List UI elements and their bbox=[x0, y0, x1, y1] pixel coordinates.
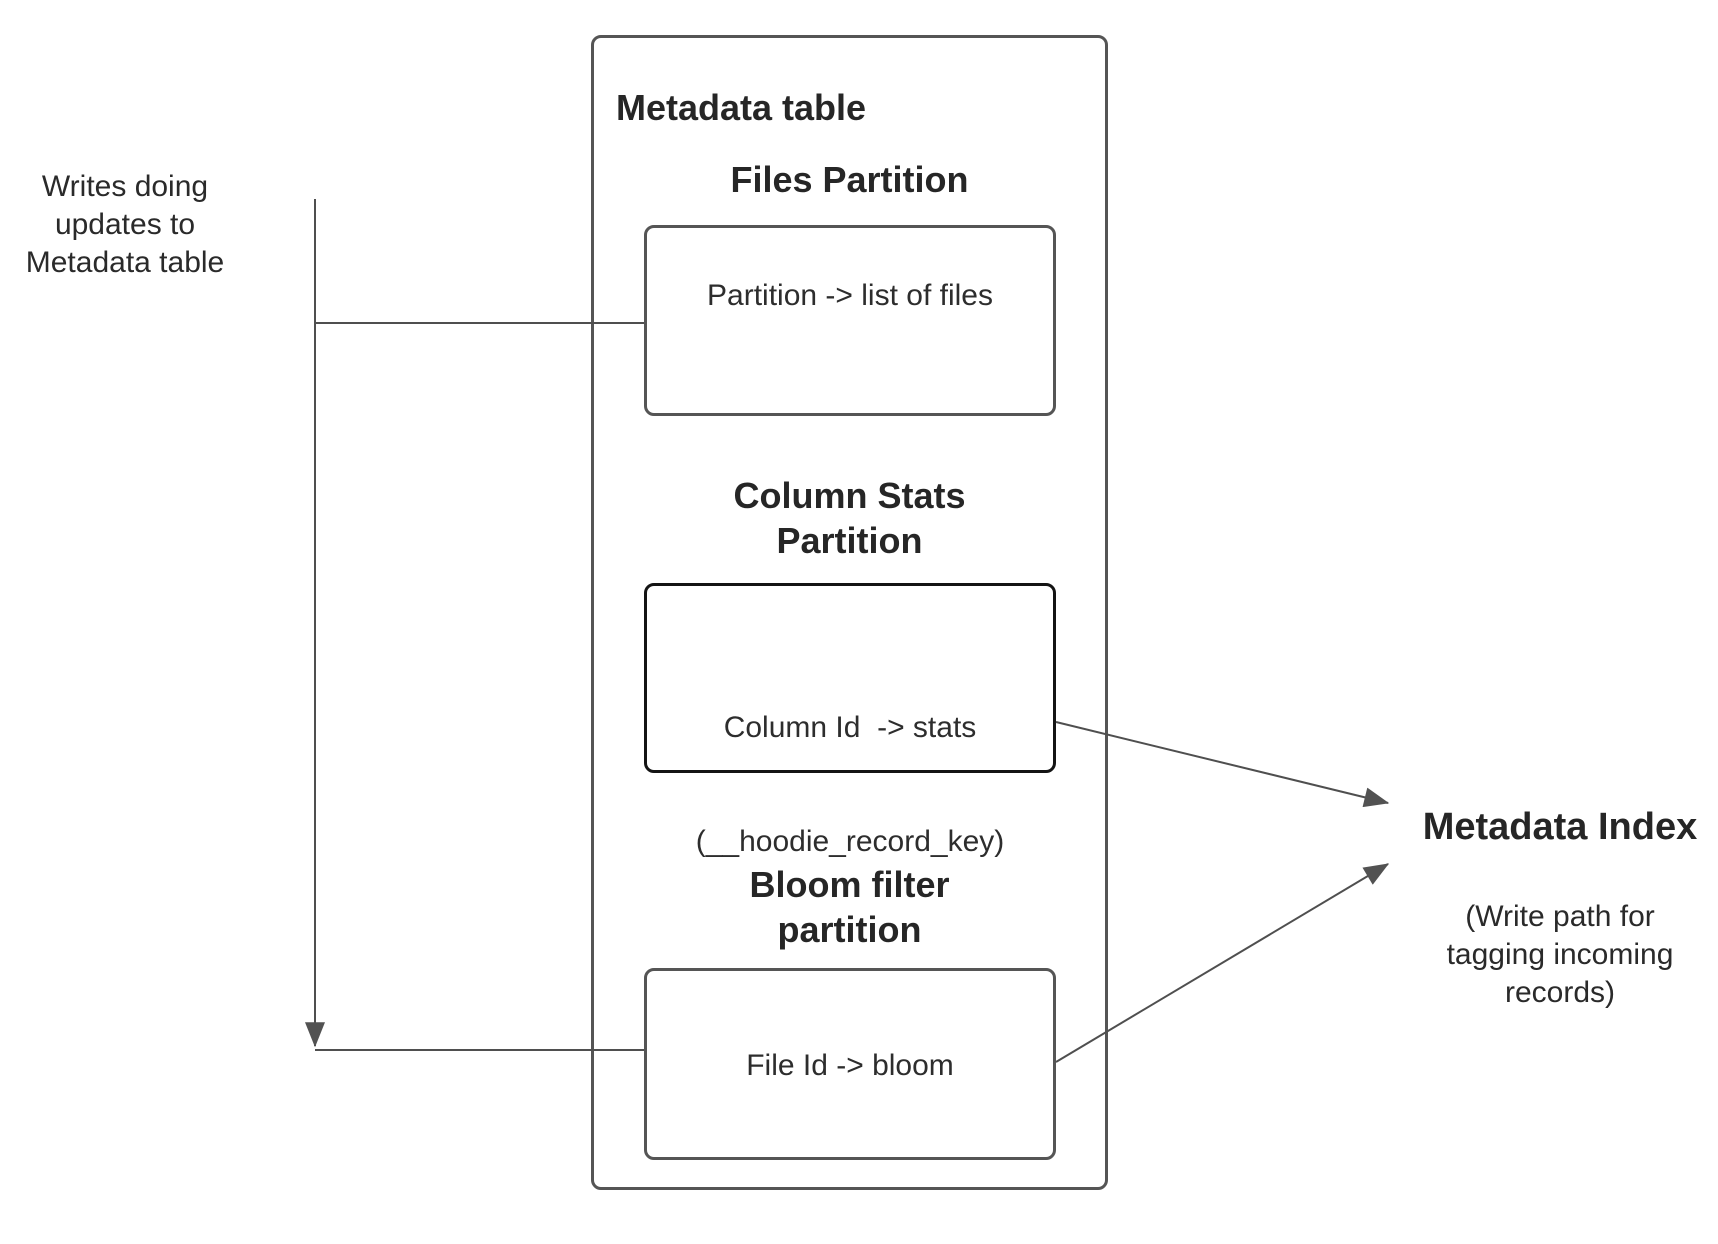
files-partition-box-text: Partition -> list of files bbox=[707, 279, 993, 312]
writes-note-line-3: Metadata table bbox=[25, 246, 225, 279]
writes-note-line-2: updates to bbox=[54, 208, 196, 241]
column-stats-box-text-line-2: (__hoodie_record_key) bbox=[695, 825, 1005, 858]
column-stats-box-text-line-1: Column Id -> stats bbox=[723, 711, 977, 744]
bloom-filter-box-text: File Id -> bloom bbox=[746, 1049, 954, 1082]
writes-note: Writes doing updates to Metadata table bbox=[14, 168, 236, 282]
column-stats-partition-heading: Column Stats Partition bbox=[591, 473, 1108, 563]
metadata-index-note-line-1: (Write path for bbox=[1465, 900, 1655, 933]
metadata-index-note: (Write path for tagging incoming records… bbox=[1400, 898, 1718, 1012]
column-stats-partition-box: Column Id -> stats (__hoodie_record_key) bbox=[644, 583, 1056, 858]
metadata-index-note-line-2: tagging incoming bbox=[1446, 938, 1674, 971]
bloom-heading-line-2: partition bbox=[777, 909, 922, 950]
column-stats-heading-line-2: Partition bbox=[776, 520, 923, 561]
column-stats-heading-line-1: Column Stats bbox=[733, 475, 966, 516]
writes-note-line-1: Writes doing bbox=[41, 170, 209, 203]
files-partition-heading: Files Partition bbox=[730, 159, 969, 200]
metadata-table-title: Metadata table bbox=[616, 87, 867, 128]
metadata-index-note-line-3: records) bbox=[1504, 976, 1616, 1009]
bloom-filter-partition-box: File Id -> bloom bbox=[644, 968, 1056, 1160]
bloom-filter-partition-heading: Bloom filter partition bbox=[591, 862, 1108, 952]
files-partition-box: Partition -> list of files bbox=[644, 225, 1056, 416]
metadata-index-title: Metadata Index bbox=[1422, 806, 1698, 848]
column-stats-box-text: Column Id -> stats (__hoodie_record_key) bbox=[647, 633, 1053, 937]
bloom-heading-line-1: Bloom filter bbox=[749, 864, 950, 905]
